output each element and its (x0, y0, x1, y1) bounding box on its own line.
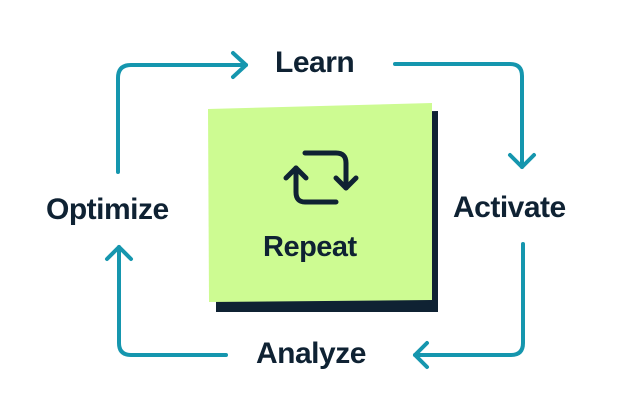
repeat-icon (283, 150, 359, 205)
arrow-learn-to-activate (393, 62, 536, 169)
step-label-learn: Learn (275, 46, 355, 79)
arrow-analyze-to-optimize (105, 245, 228, 357)
arrow-optimize-to-learn (116, 51, 248, 174)
step-label-analyze: Analyze (256, 337, 366, 370)
center-label-repeat: Repeat (263, 231, 357, 263)
step-label-optimize: Optimize (46, 193, 169, 226)
arrow-activate-to-analyze (413, 242, 525, 369)
step-label-activate: Activate (453, 191, 566, 224)
